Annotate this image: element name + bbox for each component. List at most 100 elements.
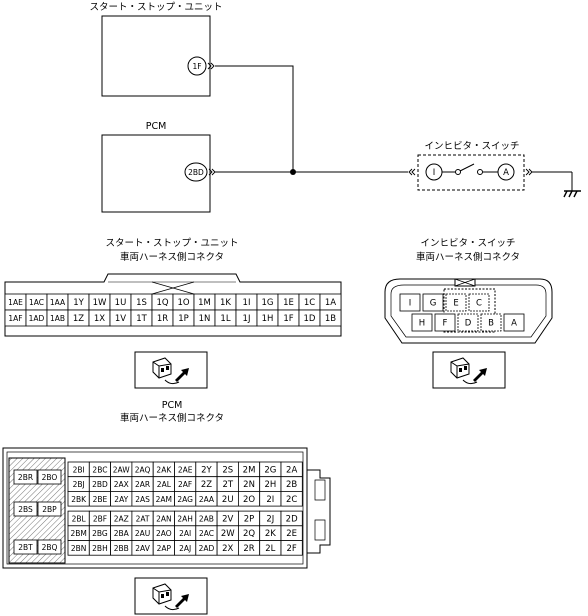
svg-text:2AO: 2AO (156, 529, 172, 538)
connector-pin-2i: 2I (259, 490, 282, 507)
svg-text:2AU: 2AU (135, 529, 150, 538)
connector-pin-2h: 2H (259, 476, 282, 492)
connector-pin-2ae: 2AE (174, 461, 197, 478)
connector-pin-2bb: 2BB (110, 540, 133, 556)
connector-pin-2ad: 2AD (195, 540, 218, 556)
connector-pin-e: E (445, 293, 467, 312)
connector-pin-1af: 1AF (4, 309, 27, 327)
connector-pin-2t: 2T (216, 476, 239, 492)
connector-pin-2ag: 2AG (174, 490, 197, 507)
wires (215, 65, 573, 191)
svg-text:1J: 1J (243, 314, 251, 324)
svg-text:2AI: 2AI (179, 529, 191, 538)
connector-pin-2af: 2AF (174, 476, 197, 492)
connector-pin-2ar: 2AR (131, 476, 154, 492)
connector-pin-2ao: 2AO (152, 525, 175, 541)
svg-text:2BJ: 2BJ (73, 480, 85, 489)
connector-pin-1g: 1G (256, 293, 279, 311)
connector-pin-2au: 2AU (131, 525, 154, 541)
connector-pin-2aq: 2AQ (131, 461, 154, 478)
svg-text:1AE: 1AE (8, 298, 23, 307)
svg-text:1D: 1D (304, 314, 316, 324)
svg-text:1K: 1K (220, 298, 231, 308)
svg-text:1AC: 1AC (29, 298, 44, 307)
svg-text:2AA: 2AA (199, 495, 215, 504)
connector-pin-2n: 2N (237, 476, 261, 492)
connector-pin-b: B (480, 313, 502, 332)
svg-text:1AD: 1AD (29, 314, 45, 323)
svg-text:2E: 2E (286, 529, 297, 539)
svg-text:1Y: 1Y (73, 298, 84, 308)
svg-text:2S: 2S (222, 465, 233, 475)
svg-text:2BO: 2BO (42, 473, 58, 482)
connector-pin-2r: 2R (237, 540, 261, 556)
svg-text:1B: 1B (325, 314, 336, 324)
svg-text:1F: 1F (192, 62, 201, 71)
connector-pin-2av: 2AV (131, 540, 154, 556)
svg-text:2W: 2W (221, 529, 235, 539)
svg-text:C: C (476, 299, 482, 309)
inhibitor-switch-box (417, 154, 525, 191)
svg-text:2K: 2K (265, 529, 276, 539)
connector-pin-1d: 1D (298, 309, 321, 327)
connector-pin-2s: 2S (216, 461, 239, 478)
svg-text:2BM: 2BM (70, 529, 86, 538)
connector-pin-2o: 2O (237, 490, 261, 507)
connector-pin-2ab: 2AB (195, 510, 218, 527)
connector-pin-d: D (457, 313, 479, 332)
connector-pin-2e: 2E (280, 525, 303, 541)
connector-pin-2v: 2V (216, 510, 239, 527)
connector-pin-2bn: 2BN (67, 540, 90, 556)
connector-pin-2w: 2W (216, 525, 239, 541)
svg-text:2AT: 2AT (136, 514, 150, 523)
connector-pin-1n: 1N (193, 309, 216, 327)
inh-connector-title-1: インヒビタ・スイッチ (420, 238, 515, 249)
pcm-terminal-2bd: 2BD (184, 162, 208, 182)
svg-text:1P: 1P (178, 314, 189, 324)
svg-text:2Y: 2Y (201, 465, 212, 475)
connector-pin-1f: 1F (277, 309, 300, 327)
svg-text:2D: 2D (286, 514, 298, 524)
ssu-connector-title-1: スタート・ストップ・ユニット (105, 238, 238, 249)
svg-text:2BS: 2BS (18, 505, 33, 514)
svg-text:2BI: 2BI (73, 465, 85, 474)
svg-text:2BB: 2BB (114, 544, 129, 553)
svg-text:2AE: 2AE (178, 465, 193, 474)
connector-view-icon (432, 351, 506, 389)
connector-pin-2an: 2AN (152, 510, 175, 527)
connector-pin-2ay: 2AY (110, 490, 133, 507)
connector-pin-2bf: 2BF (88, 510, 112, 527)
svg-text:2O: 2O (243, 495, 255, 505)
ssu-connector-title-2: 車両ハーネス側コネクタ (120, 251, 224, 263)
svg-text:2H: 2H (264, 480, 276, 490)
svg-text:1W: 1W (93, 298, 107, 308)
svg-text:B: B (488, 319, 494, 329)
svg-text:I: I (409, 299, 412, 309)
connector-pin-2ba: 2BA (110, 525, 133, 541)
svg-text:2BH: 2BH (92, 544, 108, 553)
svg-text:1A: 1A (325, 298, 336, 308)
connector-pin-1v: 1V (109, 309, 132, 327)
connector-pin-2d: 2D (280, 510, 303, 527)
svg-text:2BG: 2BG (92, 529, 108, 538)
svg-text:2V: 2V (222, 514, 233, 524)
connector-pin-1y: 1Y (67, 293, 90, 311)
connector-pin-i: I (399, 293, 421, 312)
connector-pin-2bq: 2BQ (37, 539, 62, 555)
svg-text:1I: 1I (243, 298, 251, 308)
svg-text:2AK: 2AK (156, 465, 172, 474)
svg-text:A: A (511, 319, 517, 329)
svg-text:2BQ: 2BQ (42, 543, 58, 552)
svg-text:2I: 2I (266, 495, 274, 505)
connector-pin-2c: 2C (280, 490, 303, 507)
svg-text:2AR: 2AR (135, 480, 150, 489)
svg-text:2AX: 2AX (114, 480, 129, 489)
connector-pin-h: H (411, 313, 433, 332)
svg-text:2AW: 2AW (113, 465, 130, 474)
switch-contact-icon (442, 163, 498, 175)
svg-text:1AA: 1AA (50, 298, 66, 307)
svg-text:2G: 2G (264, 465, 276, 475)
connector-pin-2aj: 2AJ (174, 540, 197, 556)
